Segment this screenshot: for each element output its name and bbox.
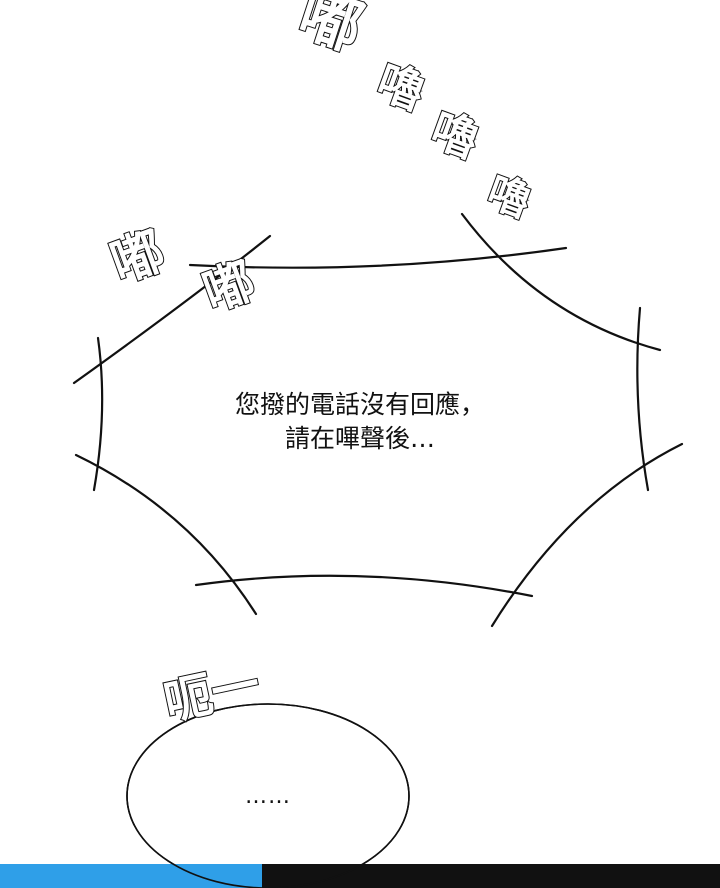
balloon-line-left	[92, 336, 104, 492]
phone-message: 您撥的電話沒有回應， 請在嗶聲後…	[180, 388, 540, 456]
balloon-line-bottom-left	[74, 453, 258, 616]
balloon-line-top-right	[460, 212, 662, 352]
balloon-line-bottom	[194, 574, 534, 598]
balloon-line-top	[188, 246, 568, 269]
balloon-line-bottom-right	[490, 442, 684, 628]
bottom-strip-black	[262, 864, 720, 888]
bottom-strip-blue	[0, 864, 262, 888]
balloon-line-right	[636, 306, 650, 492]
balloon-line-top-left	[72, 234, 272, 385]
phone-message-line-1: 您撥的電話沒有回應，	[234, 390, 485, 419]
speech-balloon-text: ……	[245, 784, 291, 809]
phone-message-line-2: 請在嗶聲後…	[284, 423, 435, 453]
